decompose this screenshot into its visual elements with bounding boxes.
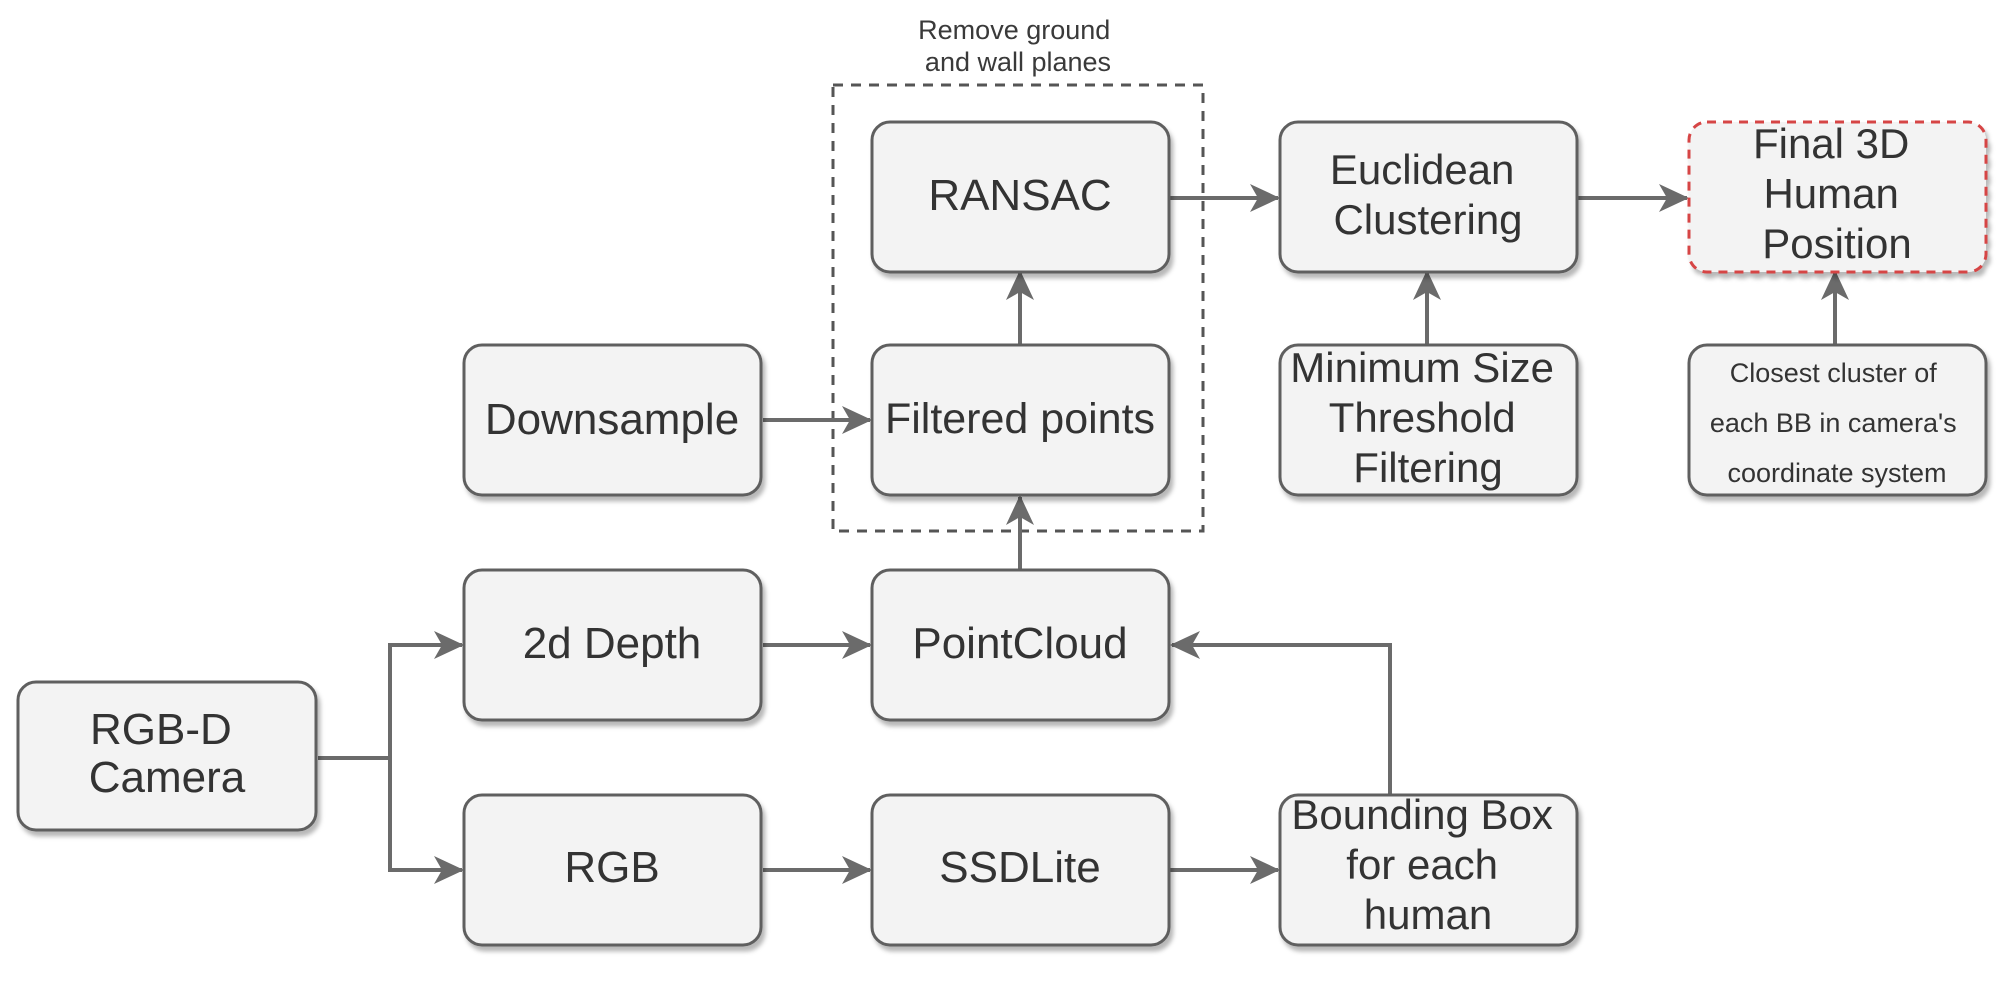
svg-text:Closest cluster of each: Closest cluster of each BB in camera's c…	[1710, 358, 1964, 488]
node-filtered-points: Filtered points	[870, 343, 1171, 497]
plane-removal-group-border	[831, 83, 1205, 533]
node-euclidean-clustering: Euclidean Clustering	[1278, 120, 1579, 274]
plane-removal-group: Remove ground and wall planes	[831, 15, 1205, 533]
svg-text:Minimum Size Threshold: Minimum Size Threshold Filtering	[1290, 344, 1565, 491]
edges	[318, 184, 1849, 884]
node-ssdlite: SSDLite	[870, 793, 1171, 947]
node-pointcloud: PointCloud	[870, 568, 1171, 722]
svg-text:RGB: RGB	[564, 843, 659, 892]
node-final-3d-position: Final 3D Human Position	[1687, 120, 1988, 274]
node-bounding-box: Bounding Box for each human	[1278, 791, 1579, 947]
node-2d-depth: 2d Depth	[462, 568, 763, 722]
node-rgb: RGB	[462, 793, 763, 947]
svg-text:Bounding Box for each: Bounding Box for each human	[1291, 791, 1564, 938]
svg-text:Final 3D Human Pos: Final 3D Human Position	[1753, 120, 1921, 267]
node-closest-cluster: Closest cluster of each BB in camera's c…	[1687, 343, 1988, 497]
svg-text:RANSAC: RANSAC	[928, 171, 1111, 220]
svg-text:Euclidean Clustering: Euclidean Clustering	[1330, 146, 1526, 243]
svg-text:SSDLite: SSDLite	[939, 843, 1100, 892]
svg-text:2d Depth: 2d Depth	[523, 619, 702, 668]
node-downsample: Downsample	[462, 343, 763, 497]
svg-text:Filtered points: Filtered points	[885, 395, 1155, 443]
edge-bbox-pointcloud	[1170, 631, 1392, 795]
svg-text:PointCloud: PointCloud	[912, 619, 1127, 668]
svg-text:RGB-D Camera: RGB-D Camera	[89, 705, 246, 802]
node-minimum-size-filtering: Minimum Size Threshold Filtering	[1278, 343, 1579, 497]
edge-camera-split	[318, 631, 464, 760]
plane-removal-group-label: Remove ground and wall planes	[918, 15, 1118, 77]
node-rgbd-camera: RGB-D Camera	[16, 680, 318, 832]
edge-camera-rgb	[388, 758, 464, 884]
node-ransac: RANSAC	[870, 120, 1171, 274]
svg-text:Downsample: Downsample	[485, 395, 739, 444]
